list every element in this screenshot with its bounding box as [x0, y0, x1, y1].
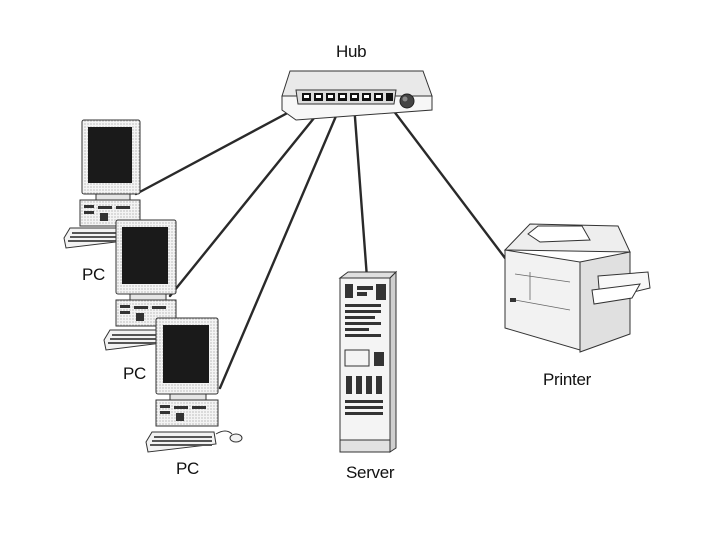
- pc-1-label: PC: [82, 265, 106, 284]
- cable-hub-pc-2: [168, 100, 329, 298]
- printer-label: Printer: [543, 370, 591, 389]
- pc-3-label: PC: [176, 459, 200, 478]
- cables: [134, 100, 507, 390]
- pc-1-screen: [88, 127, 132, 183]
- pc-2-screen: [122, 227, 168, 284]
- pc-2-workstation: [103, 219, 177, 351]
- cable-hub-pc-3: [218, 100, 344, 390]
- printer-device: [503, 223, 651, 353]
- cable-hub-pc-1: [134, 100, 310, 196]
- pc-3-screen: [163, 325, 209, 383]
- cable-hub-printer: [388, 104, 507, 260]
- hub-label: Hub: [336, 42, 367, 61]
- server-label: Server: [346, 463, 395, 482]
- hub-device: [281, 70, 433, 121]
- pc-3-mouse: [229, 433, 243, 443]
- pc-2-label: PC: [123, 364, 147, 383]
- cable-hub-server: [352, 102, 369, 280]
- pc-1-workstation: [63, 119, 141, 249]
- hub-power-button: [399, 93, 415, 109]
- pc-3-workstation: [145, 317, 243, 453]
- server-tower: [338, 270, 398, 453]
